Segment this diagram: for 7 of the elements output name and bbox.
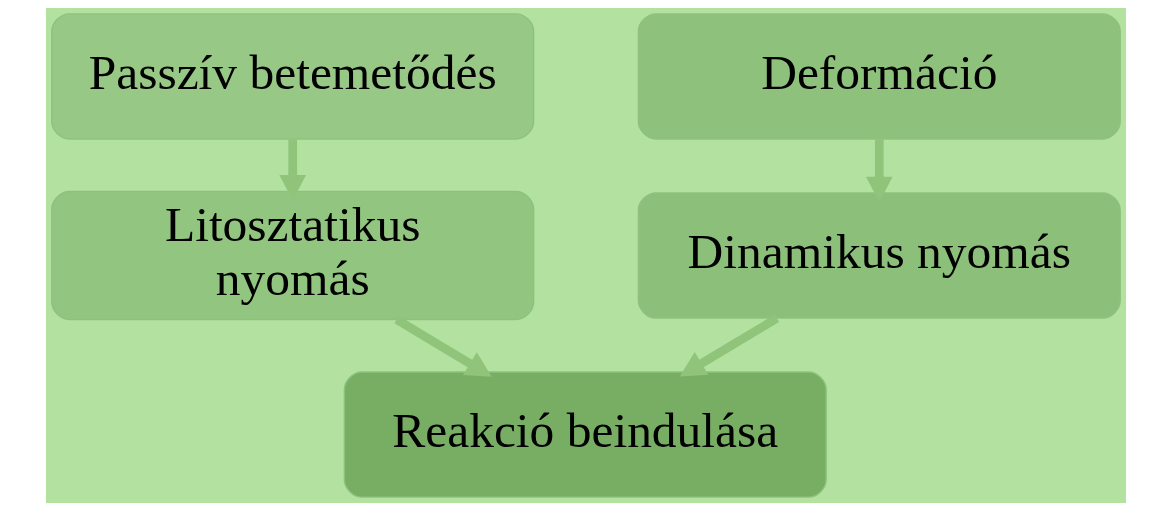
- node-box: Deformáció: [637, 13, 1121, 140]
- arrow: [393, 315, 492, 377]
- node-box: Passzív betemetődés: [50, 13, 534, 140]
- node-box: Litosztatikus nyomás: [50, 190, 534, 321]
- node-box: Dinamikus nyomás: [637, 192, 1121, 319]
- arrow: [278, 139, 306, 201]
- node-box: Reakció beindulása: [343, 371, 827, 498]
